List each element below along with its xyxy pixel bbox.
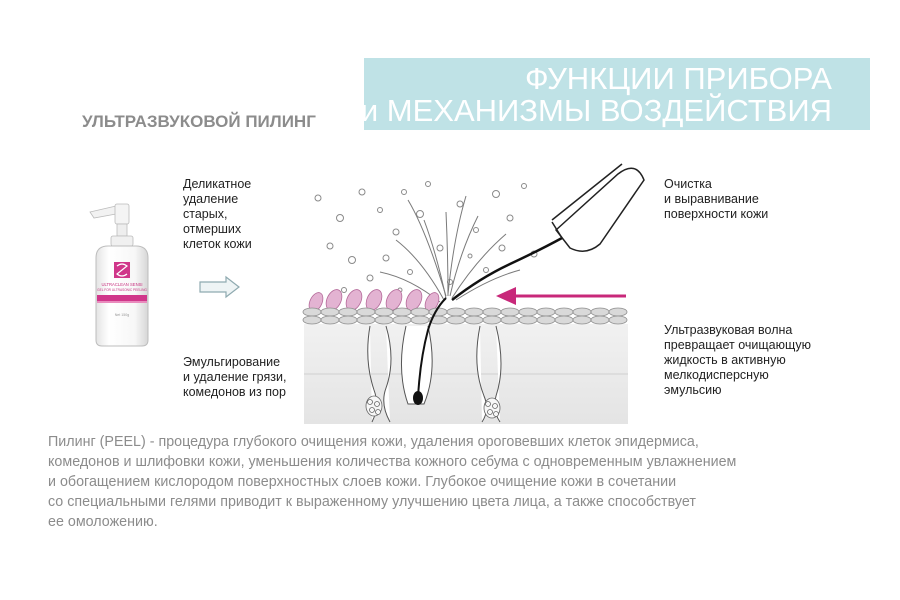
section-subtitle: УЛЬТРАЗВУКОВОЙ ПИЛИНГ [82, 112, 316, 131]
outline-arrow-icon [199, 275, 240, 299]
description-line: комедонов и шлифовки кожи, уменьшения ко… [48, 454, 737, 470]
hair-bulb [413, 391, 423, 405]
bottle-volume: Net 150g [115, 313, 130, 317]
description-paragraph: Пилинг (PEEL) - процедура глубокого очищ… [48, 432, 868, 532]
label-bottom-left: Эмульгирование и удаление грязи, комедон… [183, 355, 287, 399]
bottle-label-line2: GEL FOR ULTRASONIC PEELING [97, 288, 147, 292]
dead-skin-cells [308, 289, 440, 312]
ultrasonic-probe [451, 163, 645, 301]
skin-diagram [302, 163, 645, 424]
bottle-label-line1: ULTRACLEAN SENSI [101, 282, 142, 287]
ultrasound-wave-arrow [496, 287, 626, 305]
description-line: со специальными гелями приводит к выраже… [48, 494, 696, 510]
gel-bottle-image: ULTRACLEAN SENSI GEL FOR ULTRASONIC PEEL… [89, 203, 149, 347]
title-line-2: и МЕХАНИЗМЫ ВОЗДЕЙСТВИЯ [360, 93, 832, 128]
sebaceous-glands [365, 395, 501, 419]
description-line: и обогащением кислородом поверхностных с… [48, 474, 677, 490]
skin-surface-layer [302, 307, 628, 325]
label-top-left: Деликатное удаление старых, отмерших кле… [183, 177, 252, 251]
label-bottom-right: Ультразвуковая волна превращает очищающу… [664, 323, 812, 397]
hair-strand [417, 297, 447, 399]
label-top-right: Очистка и выравнивание поверхности кожи [664, 177, 769, 221]
description-line: Пилинг (PEEL) - процедура глубокого очищ… [48, 434, 699, 450]
description-line: ее омоложению. [48, 514, 158, 530]
title-line-1: ФУНКЦИИ ПРИБОРА [524, 61, 832, 96]
title-banner: ФУНКЦИИ ПРИБОРА и МЕХАНИЗМЫ ВОЗДЕЙСТВИЯ [360, 58, 870, 130]
